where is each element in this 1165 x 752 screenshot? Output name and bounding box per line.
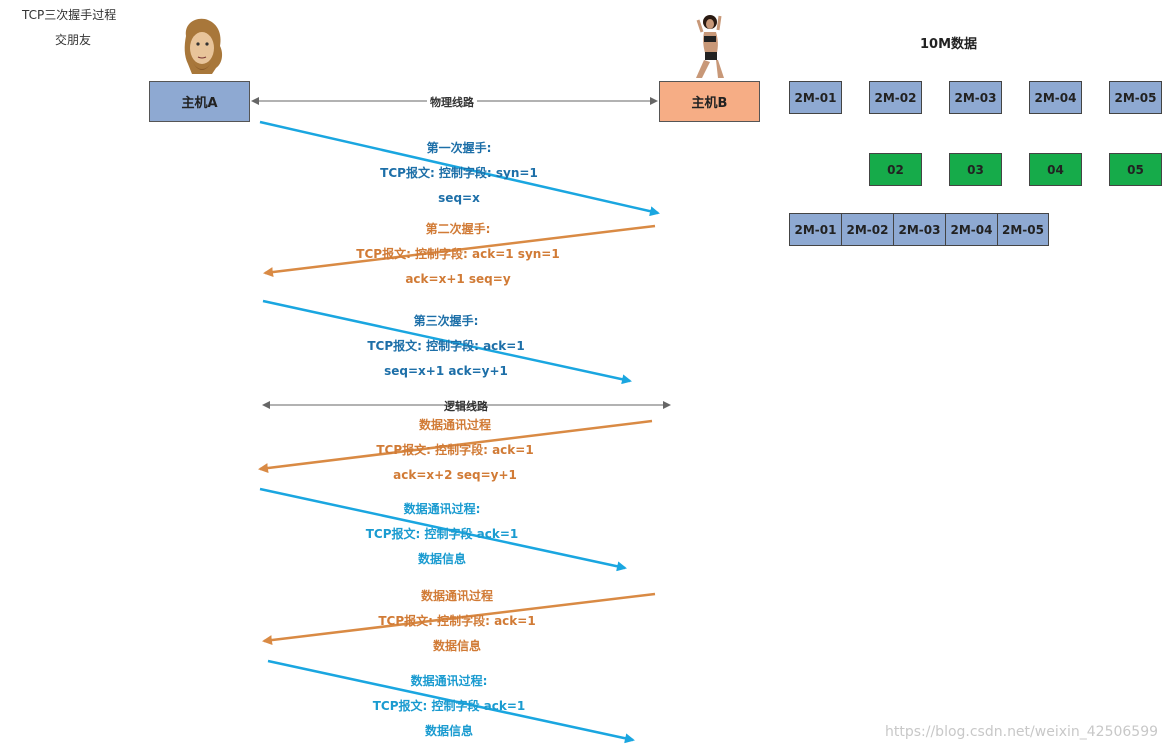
message-line: 数据通讯过程	[418, 418, 491, 432]
message-line: 数据通讯过程:	[403, 502, 481, 516]
segment-block: 2M-05	[1109, 81, 1162, 114]
data-2-arrow	[259, 487, 627, 572]
handshake-3-arrow	[262, 299, 632, 385]
message-data-1: 数据通讯过程 TCP报文: 控制字段: ack=1 ack=x+2 seq=y+…	[376, 413, 533, 488]
assembled-block: 2M-04	[945, 213, 998, 246]
ack-block: 04	[1029, 153, 1082, 186]
message-line: TCP报文: 控制字段: ack=1	[378, 614, 536, 628]
segment-block: 2M-03	[949, 81, 1002, 114]
message-line: TCP报文: 控制字段: ack=1	[376, 443, 534, 457]
ack-block: 02	[869, 153, 922, 186]
message-line: 数据信息	[417, 552, 467, 566]
avatar-host-b	[696, 15, 724, 78]
message-handshake-1: 第一次握手: TCP报文: 控制字段: syn=1 seq=x	[380, 136, 538, 211]
message-handshake-3: 第三次握手: TCP报文: 控制字段: ack=1 seq=x+1 ack=y+…	[367, 309, 524, 384]
data-4-arrow	[267, 659, 635, 744]
host-a-box: 主机A	[149, 81, 250, 122]
message-data-4: 数据通讯过程: TCP报文: 控制字段 ack=1 数据信息	[373, 669, 526, 744]
assembled-block: 2M-02	[841, 213, 894, 246]
ack-block: 03	[949, 153, 1002, 186]
handshake-1-arrow	[259, 120, 660, 217]
data-panel-title: 10M数据	[920, 37, 978, 52]
message-line: ack=x+2 seq=y+1	[393, 468, 517, 482]
message-line: 数据信息	[424, 724, 474, 738]
message-line: TCP报文: 控制字段: ack=1	[367, 339, 525, 353]
assembled-block: 2M-01	[789, 213, 842, 246]
message-line: 第一次握手:	[426, 141, 492, 155]
message-line: ack=x+1 seq=y	[405, 272, 511, 286]
diagram-subtitle: 交朋友	[55, 33, 92, 47]
data-3-arrow	[262, 592, 656, 646]
diagram-title: TCP三次握手过程	[22, 8, 117, 22]
logical-link-label: 逻辑线路	[444, 400, 488, 413]
watermark: https://blog.csdn.net/weixin_42506599	[885, 724, 1159, 740]
segment-block: 2M-04	[1029, 81, 1082, 114]
segment-block: 2M-01	[789, 81, 842, 114]
message-line: TCP报文: 控制字段: syn=1	[380, 166, 538, 180]
host-b-box: 主机B	[659, 81, 760, 122]
message-data-3: 数据通讯过程 TCP报文: 控制字段: ack=1 数据信息	[378, 584, 535, 659]
data-1-arrow	[258, 419, 653, 473]
handshake-2-arrow	[263, 224, 656, 278]
message-handshake-2: 第二次握手: TCP报文: 控制字段: ack=1 syn=1 ack=x+1 …	[356, 217, 559, 292]
message-line: TCP报文: 控制字段 ack=1	[365, 527, 519, 541]
message-line: 数据通讯过程	[420, 589, 493, 603]
segment-block: 2M-02	[869, 81, 922, 114]
message-line: 数据信息	[432, 639, 481, 653]
message-line: 第三次握手:	[413, 314, 479, 328]
message-line: 数据通讯过程:	[410, 674, 488, 688]
message-line: TCP报文: 控制字段: ack=1 syn=1	[356, 247, 560, 261]
message-data-2: 数据通讯过程: TCP报文: 控制字段 ack=1 数据信息	[366, 497, 519, 572]
message-line: seq=x	[438, 191, 480, 205]
message-line: seq=x+1 ack=y+1	[384, 364, 508, 378]
physical-link-label: 物理线路	[427, 94, 477, 110]
ack-block: 05	[1109, 153, 1162, 186]
message-line: TCP报文: 控制字段 ack=1	[372, 699, 526, 713]
assembled-block: 2M-03	[893, 213, 946, 246]
message-line: 第二次握手:	[425, 222, 491, 236]
assembled-block: 2M-05	[997, 213, 1049, 246]
avatar-host-a	[184, 18, 223, 74]
